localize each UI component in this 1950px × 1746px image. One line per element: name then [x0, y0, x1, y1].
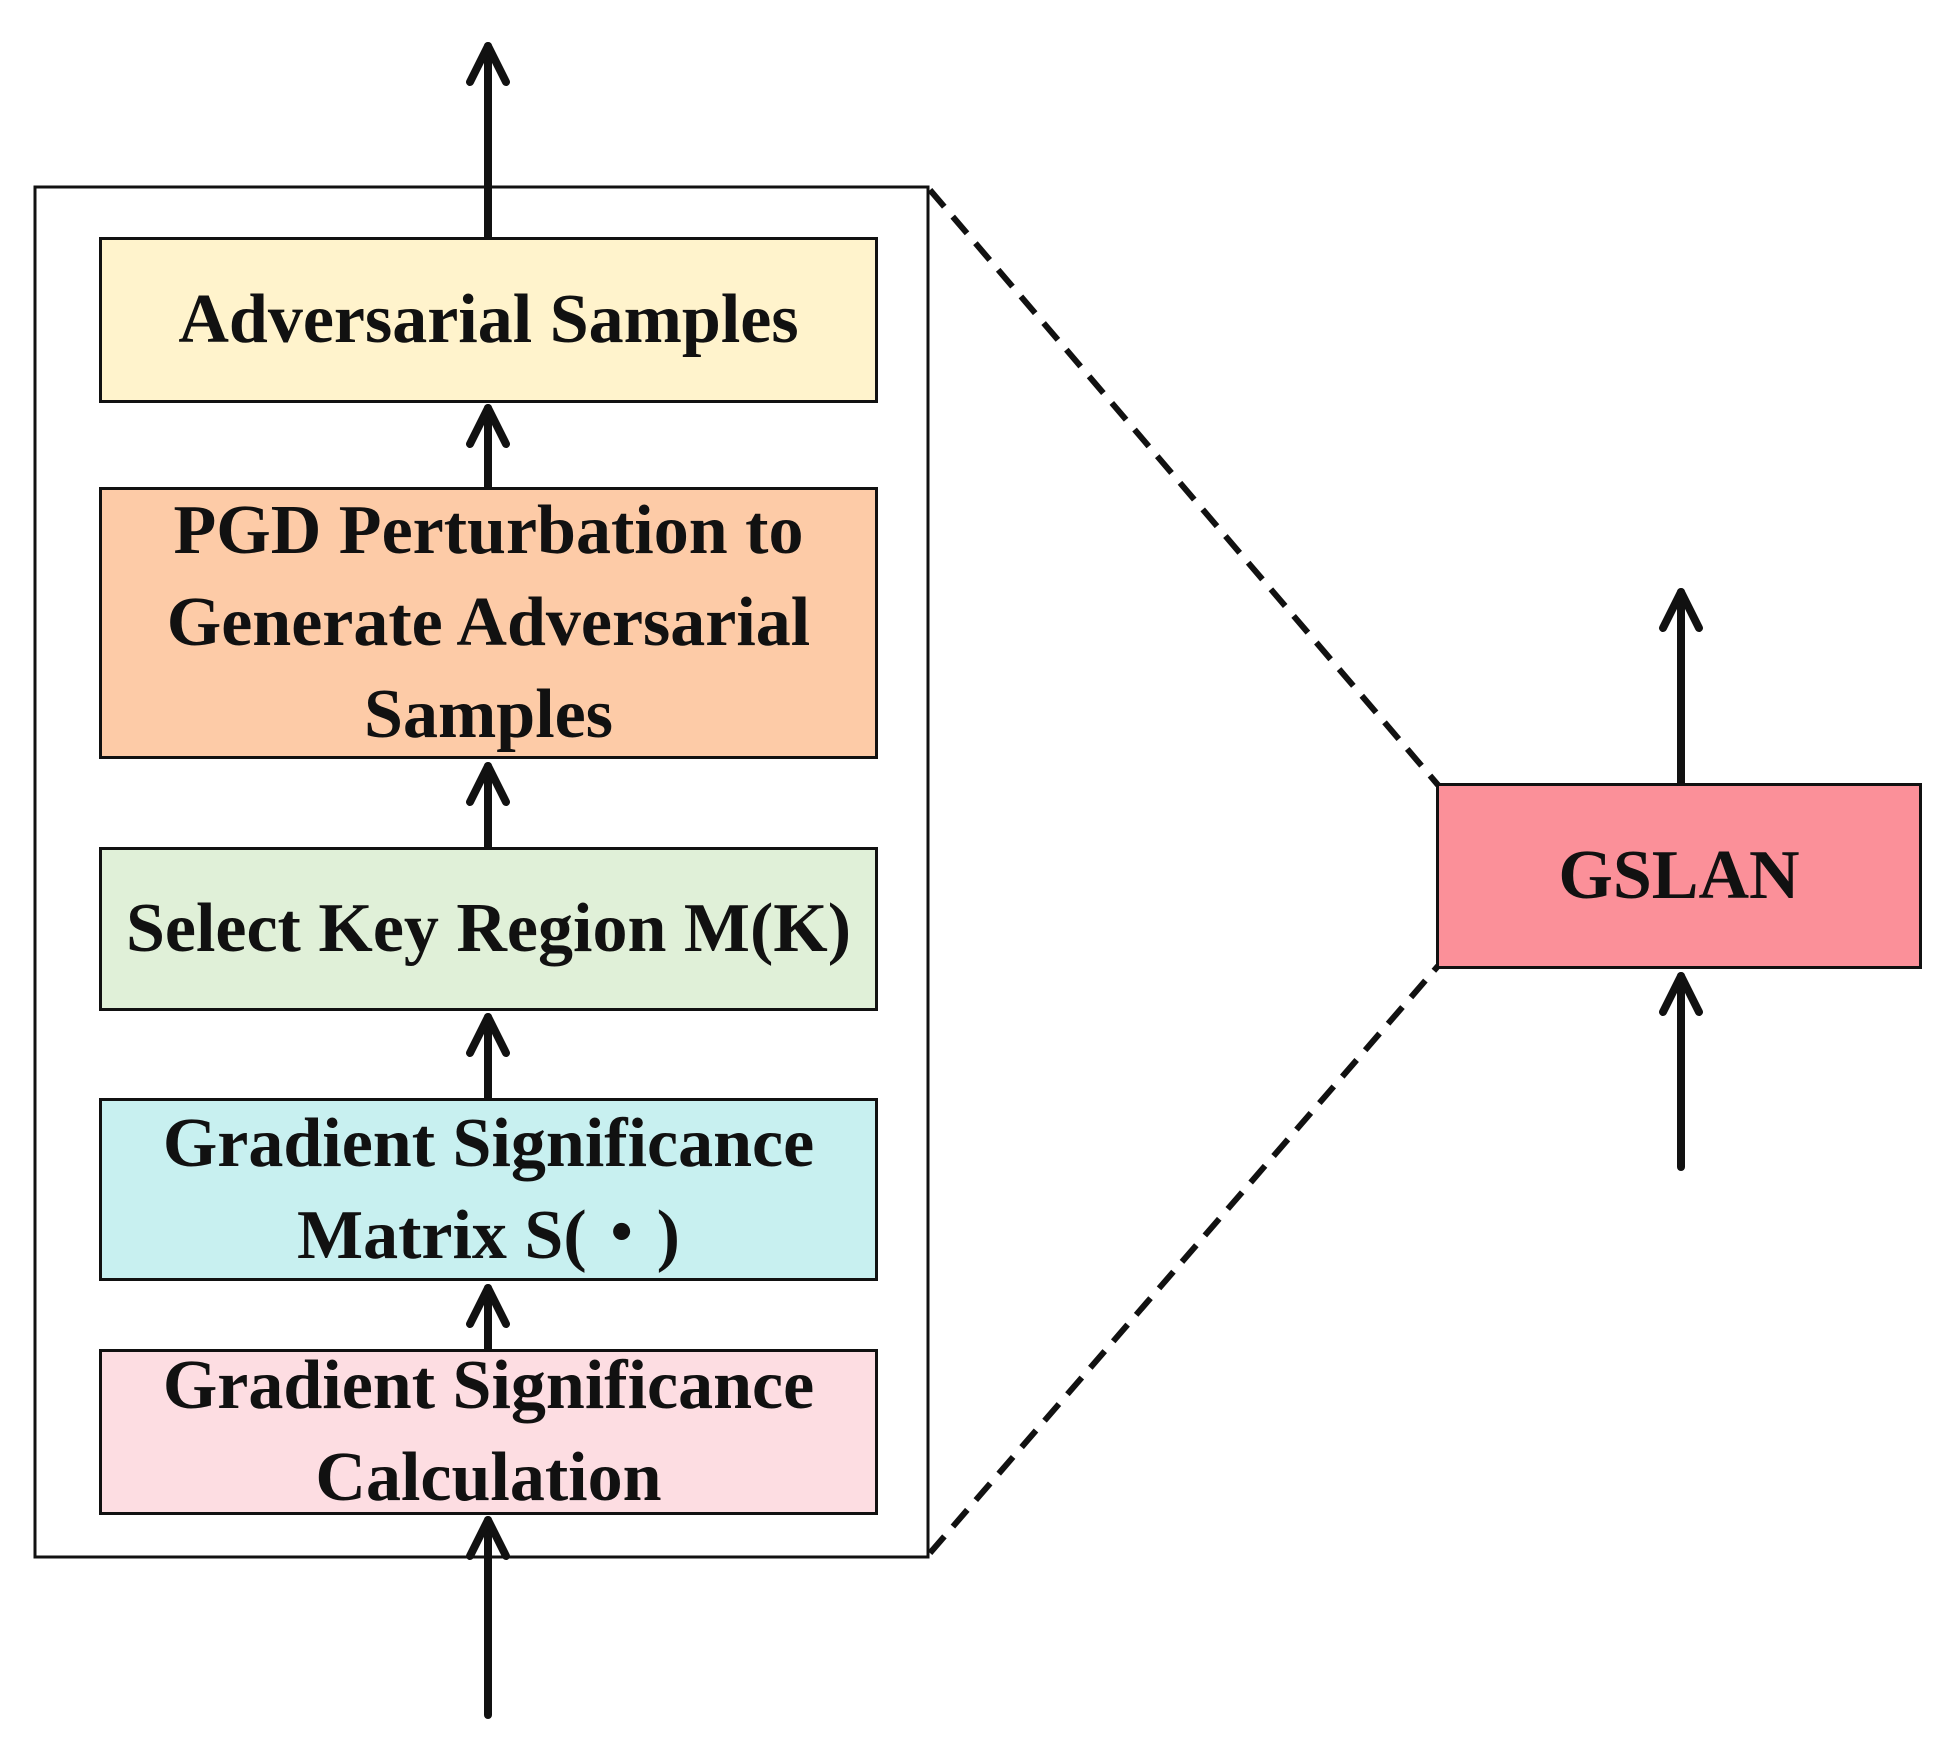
gradient-significance-calculation-label: Gradient Significance Calculation: [162, 1347, 815, 1516]
gslan-label: GSLAN: [1558, 837, 1800, 914]
gslan-output-arrow: [1659, 588, 1703, 789]
arrow-region-to-pgd: [466, 762, 510, 852]
arrow-calculation-to-matrix: [466, 1284, 510, 1354]
gradient-significance-calculation-box: Gradient Significance Calculation: [99, 1347, 878, 1516]
adversarial-samples-box: Adversarial Samples: [99, 237, 878, 403]
pgd-perturbation-label: PGD Perturbation to Generate Adversarial…: [166, 492, 811, 753]
zoom-line-top: [927, 188, 1441, 787]
gradient-significance-matrix-label: Gradient Significance Matrix S(・): [162, 1104, 815, 1274]
gslan-box: GSLAN: [1436, 783, 1922, 969]
output-arrow: [466, 42, 510, 242]
module-frame: [33, 185, 930, 1559]
arrow-pgd-to-adversarial: [466, 404, 510, 492]
select-key-region-label: Select Key Region M(K): [125, 890, 852, 967]
gslan-input-arrow: [1659, 972, 1703, 1171]
pgd-perturbation-box: PGD Perturbation to Generate Adversarial…: [99, 487, 878, 759]
zoom-line-bottom: [927, 964, 1441, 1555]
select-key-region-box: Select Key Region M(K): [99, 847, 878, 1011]
adversarial-samples-label: Adversarial Samples: [178, 281, 799, 358]
gradient-significance-matrix-box: Gradient Significance Matrix S(・): [99, 1098, 878, 1281]
input-arrow: [466, 1516, 510, 1719]
arrow-matrix-to-region: [466, 1013, 510, 1103]
